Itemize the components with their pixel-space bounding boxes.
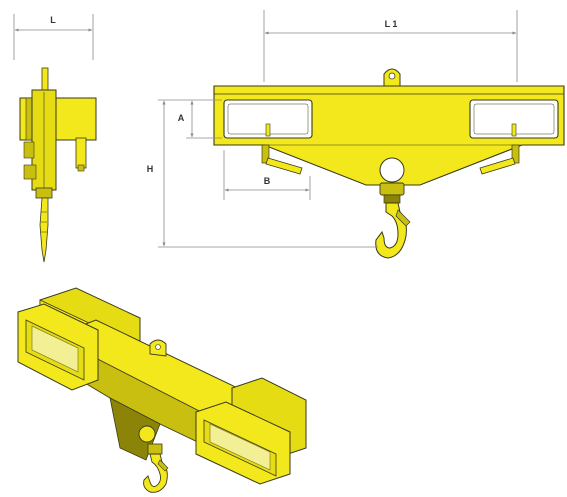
front-lever-left-arm — [265, 157, 303, 175]
iso-pocket-left-window — [31, 325, 79, 373]
side-view: L — [13, 14, 97, 263]
front-lever-right-arm — [479, 157, 516, 175]
side-top-lug — [41, 67, 49, 91]
front-lug-hole — [388, 72, 396, 80]
iso-beam-belly — [109, 397, 161, 461]
front-hook-latch — [395, 209, 411, 227]
dim-label-l1: L 1 — [385, 19, 398, 29]
side-handle-tip — [77, 164, 85, 172]
front-swivel-neck — [383, 194, 401, 204]
front-lever-right-stem — [511, 144, 520, 164]
front-center-hole — [379, 157, 405, 183]
front-pocket-left — [223, 99, 313, 139]
front-swivel — [379, 182, 405, 196]
side-swivel — [35, 187, 53, 199]
side-lock-lower — [23, 164, 37, 180]
front-pocket-right — [469, 99, 559, 139]
dim-label-h: H — [147, 164, 154, 174]
side-hook — [39, 197, 49, 263]
iso-swivel — [147, 443, 163, 455]
iso-hook-latch — [157, 459, 169, 472]
side-lock-left — [23, 141, 35, 159]
iso-lug-hole — [155, 344, 161, 350]
isometric-view — [17, 287, 307, 493]
front-pin-left — [265, 123, 271, 137]
side-handle — [75, 137, 87, 169]
dim-label-b: B — [264, 176, 271, 186]
dim-label-a: A — [178, 113, 185, 123]
front-lever-left-stem — [261, 144, 270, 164]
front-pin-right — [511, 123, 517, 137]
iso-center-boss — [138, 425, 156, 443]
front-hook — [375, 202, 407, 259]
side-hook-ridges — [41, 211, 47, 233]
front-view: L 1 A — [147, 10, 565, 259]
dim-label-l: L — [50, 15, 56, 25]
iso-pocket-right-window — [209, 423, 271, 471]
iso-hook — [143, 453, 168, 493]
